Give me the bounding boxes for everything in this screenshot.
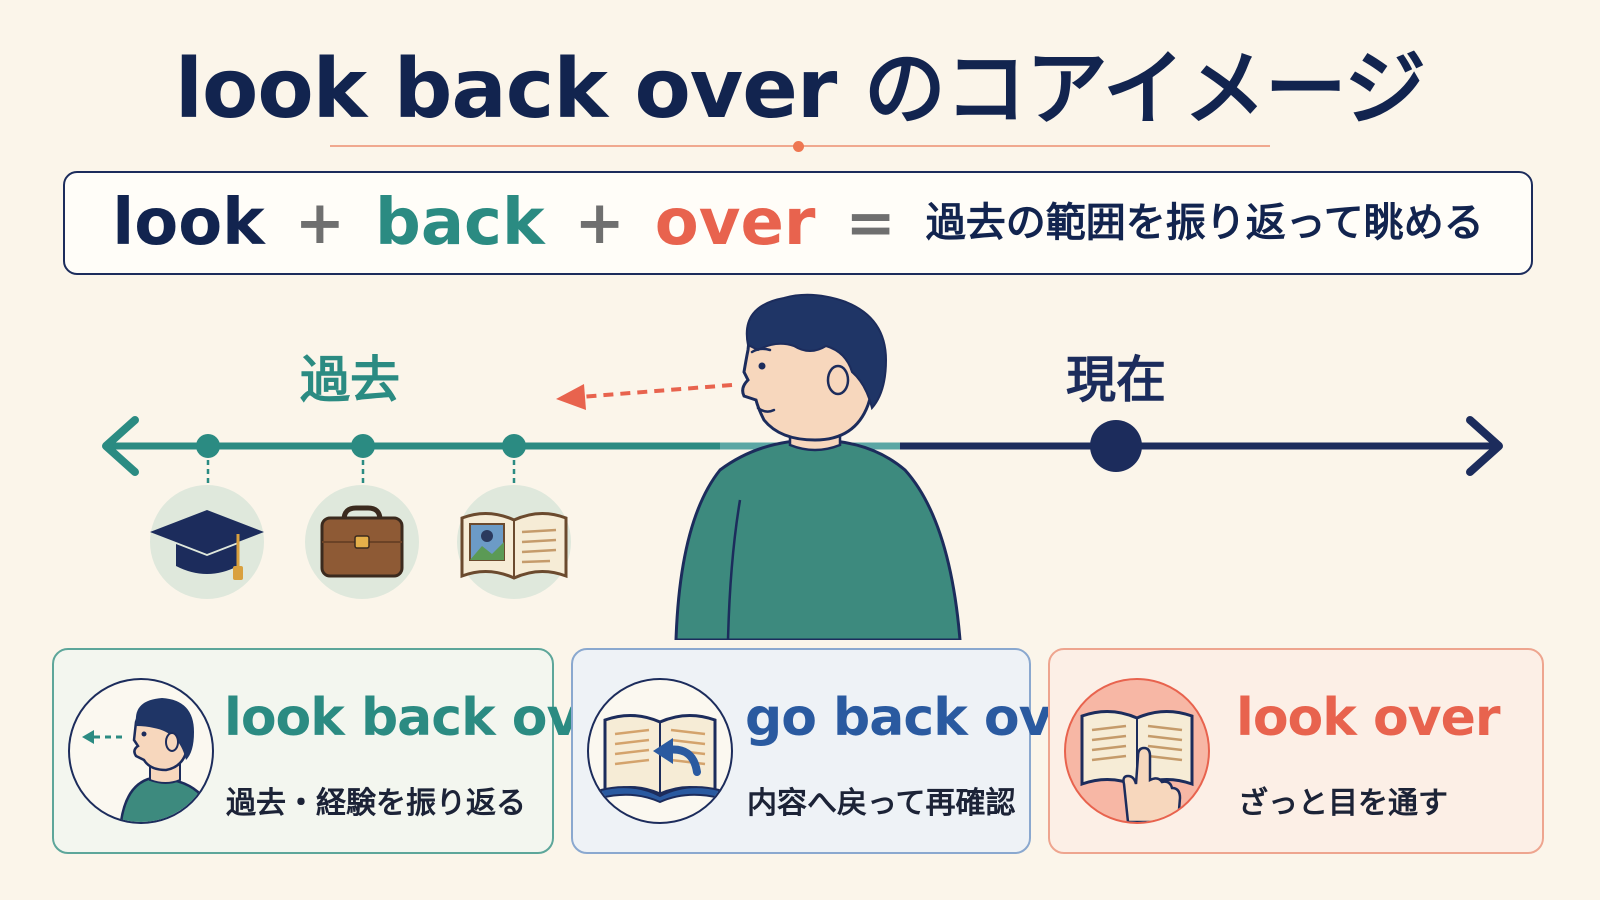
photo-album-icon [457,485,571,599]
timeline-illustration [102,293,1503,640]
present-dot [1090,420,1142,472]
page-title: look back over のコアイメージ [174,42,1426,137]
present-label: 現在 [1066,351,1166,409]
timeline-right-arrow-icon [1466,416,1503,476]
card-go-back-over: go back over 内容へ戻って再確認 [571,648,1111,854]
card-look-back-over: look back over 過去・経験を振り返る [52,648,639,854]
card-title-look-over: look over [1236,688,1500,748]
formula-plus-2: + [574,188,625,258]
card-desc-look-over: ざっと目を通す [1238,786,1448,821]
formula-back: back [375,186,545,260]
milestone-markers [196,434,526,486]
formula-equals: = [845,188,896,258]
person-looking-back-icon [68,678,214,824]
formula-over: over [654,186,816,260]
formula-plus-1: + [294,188,345,258]
timeline-left-arrow-icon [102,416,139,476]
card-desc-go-back-over: 内容へ戻って再確認 [747,786,1016,821]
card-desc-look-back-over: 過去・経験を振り返る [226,786,526,821]
card-look-over: look over ざっと目を通す [1048,648,1544,854]
gaze-arrow [556,383,733,410]
formula-box: look + back + over = 過去の範囲を振り返って眺める [63,171,1533,275]
formula-look: look [112,186,265,260]
formula-meaning: 過去の範囲を振り返って眺める [925,200,1484,246]
book-pointing-hand-icon [1064,678,1210,824]
briefcase-icon [305,485,419,599]
card-title-look-back-over: look back over [224,688,639,748]
book-back-arrow-icon [587,678,733,824]
person-illustration [674,293,962,640]
title-underline-dot [793,141,804,152]
past-label: 過去 [300,351,400,409]
graduation-cap-icon [150,485,264,599]
